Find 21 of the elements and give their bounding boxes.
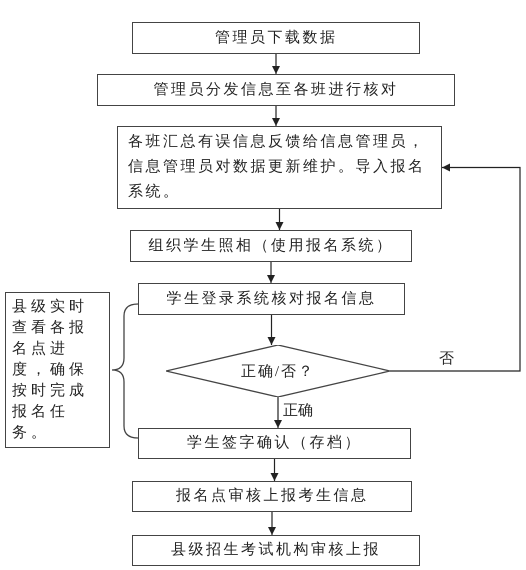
- edge-label: 正确: [282, 403, 314, 420]
- process-box: 县级招生考试机构审核上报: [132, 535, 420, 566]
- arrow: [276, 209, 284, 230]
- arrow: [268, 512, 276, 535]
- process-box: 学生签字确认（存档）: [138, 428, 411, 459]
- process-box: 学生登录系统核对报名信息: [138, 283, 405, 315]
- decision-diamond: 正确/否？: [166, 345, 390, 397]
- arrow: [270, 459, 278, 481]
- process-box: 管理员分发信息至各班进行核对: [97, 74, 455, 106]
- note-box: 县级实时查看各报名点进度，确保按时完成报名任务。: [5, 292, 110, 448]
- arrow: [272, 106, 280, 126]
- process-box: 组织学生照相（使用报名系统）: [130, 230, 412, 262]
- edge-label: 否: [438, 351, 455, 368]
- arrow: [274, 397, 282, 428]
- arrow: [267, 262, 275, 283]
- arrow: [268, 315, 276, 345]
- arrow: [390, 164, 521, 372]
- process-box: 各班汇总有误信息反馈给信息管理员，信息管理员对数据更新维护。导入报名系统。: [117, 126, 442, 209]
- arrow: [272, 54, 280, 74]
- process-box: 报名点审核上报考生信息: [132, 481, 412, 512]
- process-box: 管理员下载数据: [132, 22, 420, 54]
